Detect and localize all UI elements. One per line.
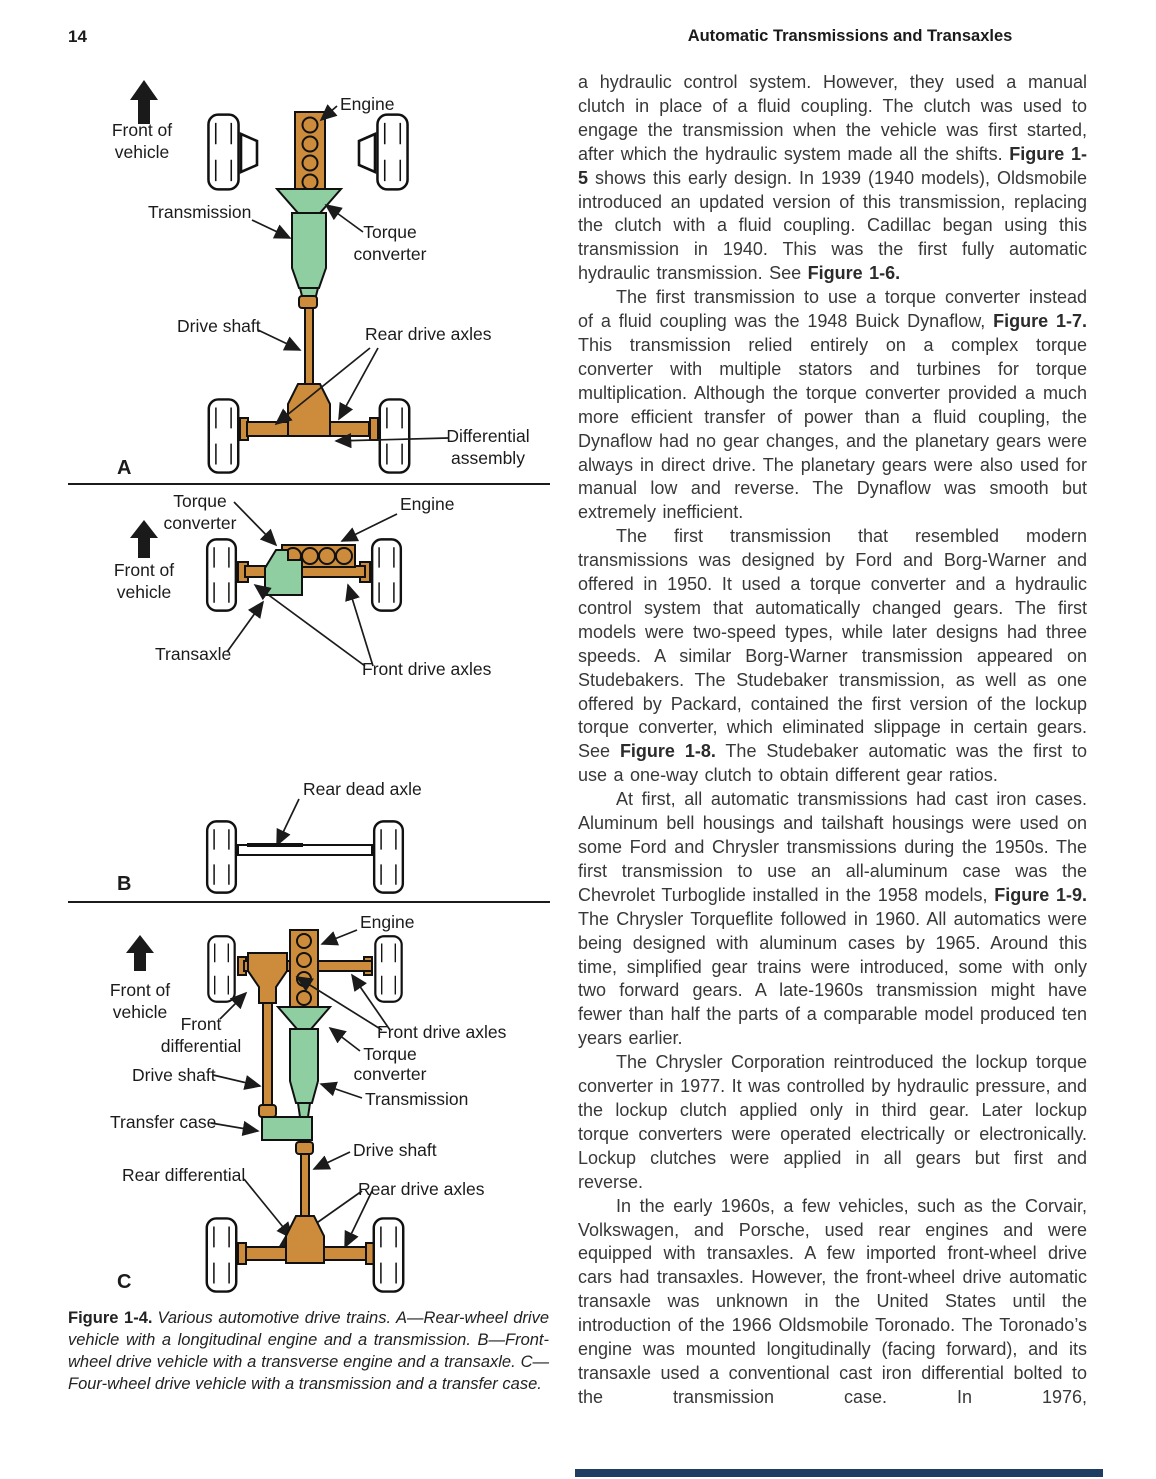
body-text-column: a hydraulic control system. However, the… bbox=[578, 71, 1087, 1410]
rear-differential-label: Rear differential bbox=[122, 1165, 245, 1185]
front-of-vehicle-label: vehicle bbox=[115, 142, 169, 162]
front-left-wheel bbox=[207, 113, 240, 191]
body-paragraph: The first transmission to use a torque c… bbox=[578, 287, 1087, 523]
left-hub-cone bbox=[239, 132, 259, 174]
drive-shaft-label: Drive shaft bbox=[353, 1140, 437, 1160]
torque-converter-label: Torque bbox=[173, 491, 227, 511]
differential-assembly-label: Differential bbox=[446, 426, 529, 446]
front-left-wheel bbox=[205, 538, 238, 612]
diagram-c-four-wheel-drive: Engine Front of vehicle Front differenti… bbox=[110, 912, 507, 1293]
rear-right-wheel bbox=[372, 1217, 405, 1293]
diagram-b-front-wheel-drive: Torque converter Engine Front of vehicle… bbox=[114, 491, 492, 895]
shaft-coupling bbox=[298, 295, 318, 309]
front-of-vehicle-label: Front of bbox=[114, 560, 174, 580]
shaft-coupling bbox=[295, 1141, 314, 1155]
torque-converter-label: converter bbox=[354, 1064, 427, 1084]
differential-assembly-label: assembly bbox=[451, 448, 525, 468]
transfer-case-label: Transfer case bbox=[110, 1112, 216, 1132]
rear-left-wheel bbox=[207, 398, 240, 474]
section-rule bbox=[68, 901, 550, 903]
rear-left-wheel bbox=[205, 1217, 238, 1293]
front-drive-shaft bbox=[262, 1002, 273, 1108]
rear-right-wheel bbox=[378, 398, 411, 474]
rear-differential bbox=[285, 1215, 325, 1264]
front-drive-axles-label: Front drive axles bbox=[377, 1022, 507, 1042]
transfer-case bbox=[261, 1116, 313, 1141]
footer-bar bbox=[575, 1469, 1103, 1477]
front-of-vehicle-label: vehicle bbox=[113, 1002, 167, 1022]
front-of-vehicle-arrow-icon: Front of vehicle bbox=[114, 520, 174, 602]
section-rule bbox=[68, 483, 550, 485]
figure-caption-text: Various automotive drive trains. A—Rear-… bbox=[68, 1309, 550, 1393]
front-axle-right bbox=[317, 960, 373, 972]
front-of-vehicle-label: Front of bbox=[110, 980, 170, 1000]
diagram-letter-b: B bbox=[117, 873, 131, 895]
front-of-vehicle-arrow-icon: Front of vehicle bbox=[110, 935, 170, 1022]
running-head: Automatic Transmissions and Transaxles bbox=[687, 27, 1013, 45]
engine-label: Engine bbox=[340, 94, 395, 114]
transmission-label: Transmission bbox=[365, 1089, 468, 1109]
rear-drive-axles-label: Rear drive axles bbox=[358, 1179, 485, 1199]
right-hub-cone bbox=[357, 132, 377, 174]
rear-drive-axles-label: Rear drive axles bbox=[365, 324, 492, 344]
engine-label: Engine bbox=[400, 494, 455, 514]
body-paragraph: The Chrysler Corporation reintroduced th… bbox=[578, 1052, 1087, 1192]
torque-converter-label: Torque bbox=[363, 222, 417, 242]
front-right-wheel bbox=[374, 935, 403, 1003]
rear-dead-axle-label: Rear dead axle bbox=[303, 779, 422, 799]
diagram-letter-c: C bbox=[117, 1271, 131, 1293]
rear-left-wheel bbox=[205, 820, 238, 894]
front-differential-label: differential bbox=[161, 1036, 241, 1056]
body-paragraph: In the early 1960s, a few vehicles, such… bbox=[578, 1195, 1087, 1407]
figure-caption-label: Figure 1-4. bbox=[68, 1309, 153, 1327]
front-differential bbox=[247, 952, 288, 1004]
page-number: 14 bbox=[68, 27, 87, 46]
drive-shaft-label: Drive shaft bbox=[132, 1065, 216, 1085]
differential-assembly bbox=[287, 383, 331, 437]
engine-label: Engine bbox=[360, 912, 415, 932]
front-right-wheel bbox=[370, 538, 403, 612]
front-drive-axles-label: Front drive axles bbox=[362, 659, 492, 679]
drive-shaft bbox=[304, 307, 314, 393]
body-paragraph: a hydraulic control system. However, the… bbox=[578, 72, 1087, 284]
transmission-label: Transmission bbox=[148, 202, 251, 222]
shaft-coupling bbox=[258, 1104, 277, 1118]
drive-shaft-label: Drive shaft bbox=[177, 316, 261, 336]
transmission bbox=[289, 1028, 319, 1104]
front-right-wheel bbox=[376, 113, 409, 191]
front-of-vehicle-label: Front of bbox=[112, 120, 172, 140]
front-differential-label: Front bbox=[181, 1014, 222, 1034]
torque-converter-label: converter bbox=[354, 244, 427, 264]
torque-converter bbox=[275, 1006, 333, 1030]
figure-caption: Figure 1-4.Various automotive drive trai… bbox=[68, 1308, 549, 1396]
rear-dead-axle bbox=[237, 844, 373, 856]
front-of-vehicle-arrow-icon: Front of vehicle bbox=[112, 80, 172, 162]
body-paragraph: The first transmission that resembled mo… bbox=[578, 526, 1087, 786]
torque-converter-label: Torque bbox=[363, 1044, 417, 1064]
diagram-letter-a: A bbox=[117, 457, 131, 479]
transaxle-label: Transaxle bbox=[155, 644, 231, 664]
torque-converter-label: converter bbox=[164, 513, 237, 533]
body-paragraph: At first, all automatic transmissions ha… bbox=[578, 789, 1087, 1049]
rear-right-wheel bbox=[372, 820, 405, 894]
diagram-a-rear-wheel-drive: Front of vehicle Engine Transmission Tor… bbox=[112, 80, 530, 479]
front-of-vehicle-label: vehicle bbox=[117, 582, 171, 602]
transmission bbox=[291, 212, 327, 289]
front-left-wheel bbox=[207, 935, 236, 1003]
